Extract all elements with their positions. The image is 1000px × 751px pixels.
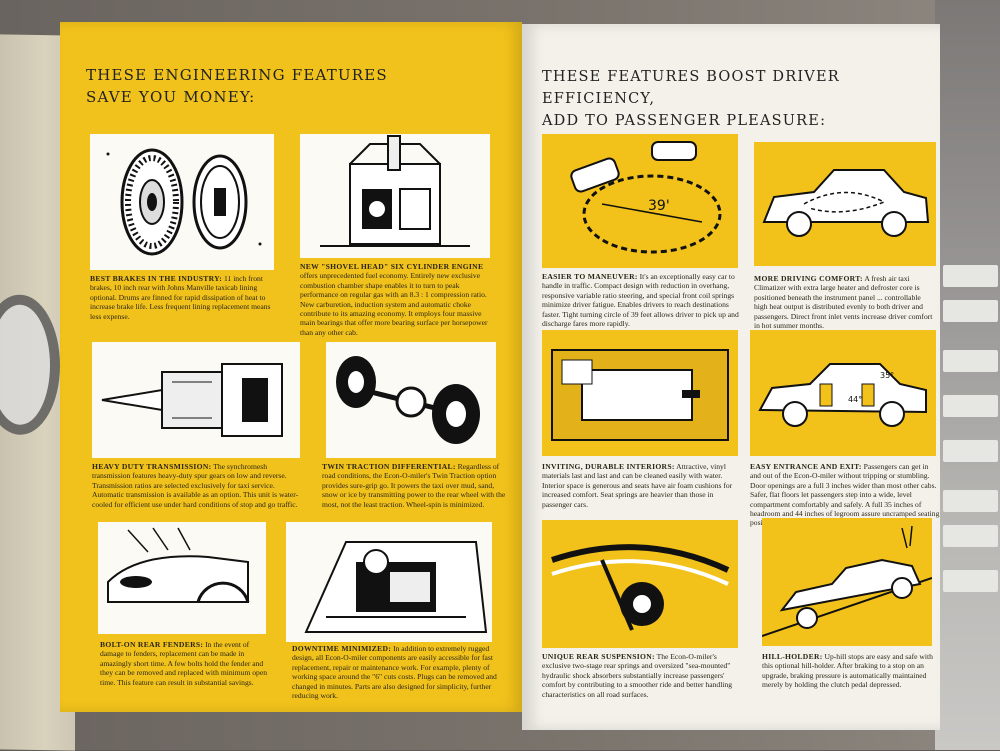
climate-comfort-illustration — [754, 142, 936, 266]
rear-fender-illustration — [98, 522, 266, 634]
legroom-angle-label: 44° — [848, 395, 862, 404]
turning-circle-label: 39' — [648, 198, 670, 214]
feature-caption-brakes: BEST BRAKES IN THE INDUSTRY: 11 inch fro… — [90, 274, 271, 321]
brochure-right-page: THESE FEATURES BOOST DRIVER EFFICIENCY, … — [522, 24, 940, 730]
feature-caption-interiors: INVITING, DURABLE INTERIORS: Attractive,… — [542, 462, 733, 509]
feature-caption-fenders: BOLT-ON REAR FENDERS: In the event of da… — [100, 640, 268, 687]
interior-illustration — [542, 330, 738, 456]
left-page-heading: THESE ENGINEERING FEATURES SAVE YOU MONE… — [86, 66, 388, 106]
entrance-exit-illustration: 35° 44° — [750, 330, 936, 456]
feature-caption-hill-holder: HILL-HOLDER: Up-hill stops are easy and … — [762, 652, 933, 690]
engine-bay-illustration — [286, 522, 492, 642]
feature-caption-suspension: UNIQUE REAR SUSPENSION: The Econ-O-miler… — [542, 652, 733, 699]
feature-caption-maneuver: EASIER TO MANEUVER: It's an exceptionall… — [542, 272, 739, 329]
brakes-illustration — [90, 134, 274, 270]
engine-illustration — [300, 134, 490, 258]
feature-caption-comfort: MORE DRIVING COMFORT: A fresh air taxi C… — [754, 274, 933, 331]
transmission-illustration — [92, 342, 300, 458]
background-stacked-papers — [935, 0, 1000, 750]
feature-caption-transmission: HEAVY DUTY TRANSMISSION: The synchromesh… — [92, 462, 299, 509]
turning-circle-illustration: 39' — [542, 134, 738, 268]
feature-caption-differential: TWIN TRACTION DIFFERENTIAL: Regardless o… — [322, 462, 506, 509]
rear-suspension-illustration — [542, 520, 738, 648]
right-page-heading: THESE FEATURES BOOST DRIVER EFFICIENCY, … — [542, 69, 840, 129]
hill-holder-illustration — [762, 518, 932, 646]
differential-illustration — [326, 342, 496, 458]
headroom-angle-label: 35° — [880, 371, 894, 380]
tire-illustration-fragment — [0, 293, 60, 436]
feature-caption-downtime: DOWNTIME MINIMIZED: In addition to extre… — [292, 644, 497, 701]
feature-caption-engine: NEW "SHOVEL HEAD" SIX CYLINDER ENGINE of… — [300, 262, 488, 337]
brochure-left-page: THESE ENGINEERING FEATURES SAVE YOU MONE… — [60, 22, 522, 712]
